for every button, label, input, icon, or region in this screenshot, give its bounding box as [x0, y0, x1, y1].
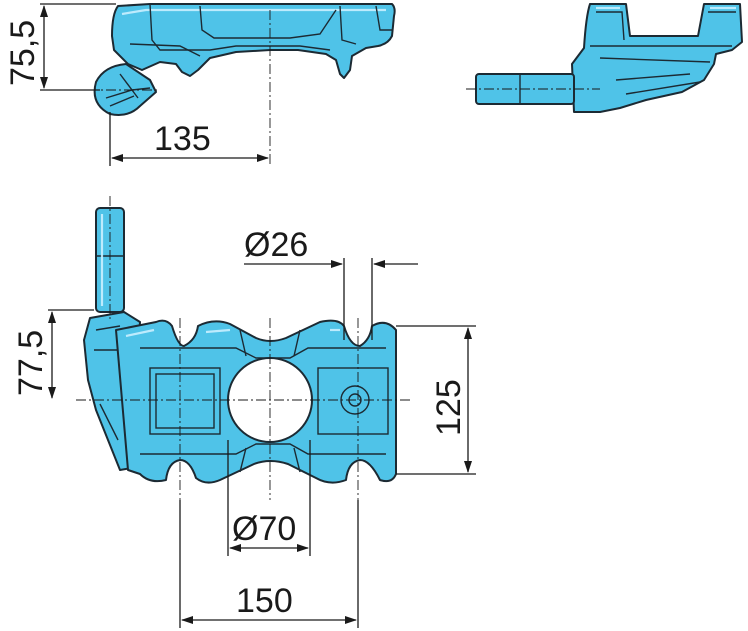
side-view: 75,5 135: [4, 3, 396, 166]
side-view-body: [111, 3, 396, 79]
dim-pin-offset: 77,5: [12, 330, 50, 396]
dim-top-height: 75,5: [4, 20, 42, 86]
dim-bore-diameter: Ø70: [232, 510, 296, 548]
dim-body-height: 125: [430, 379, 468, 436]
plan-view: [76, 196, 412, 500]
end-view-body: [571, 3, 743, 113]
dim-top-length: 135: [154, 120, 211, 158]
dim-hole-spacing: 150: [236, 582, 293, 620]
side-view-lug: [93, 63, 157, 116]
dim-pin-diameter: Ø26: [244, 226, 308, 264]
plan-dimensions: Ø26 77,5 125 Ø70 150: [12, 226, 476, 628]
end-view: [466, 3, 743, 113]
